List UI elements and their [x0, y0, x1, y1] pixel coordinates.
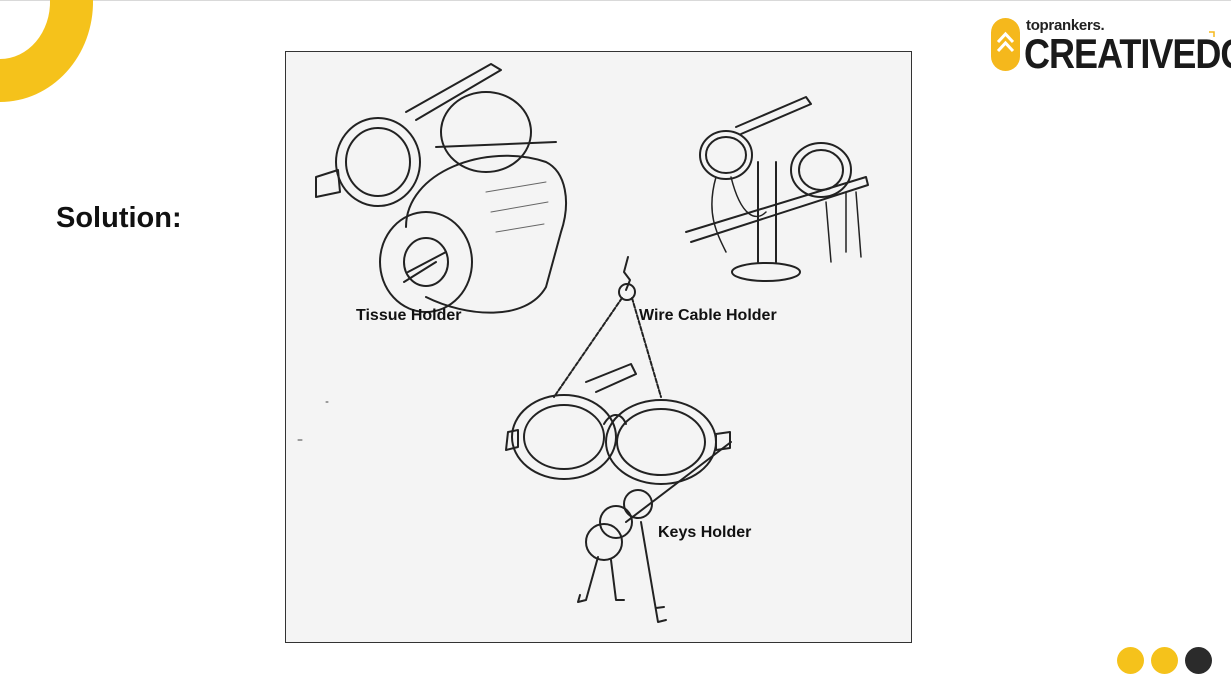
- logo-tick-icon: [1209, 31, 1215, 37]
- corner-arc-decoration: [0, 0, 94, 102]
- tissue-holder-sketch: [315, 63, 567, 314]
- logo-badge-icon: [991, 18, 1020, 71]
- sketch-marks: [297, 401, 329, 441]
- sketch-image: Tissue Holder Wire Cable Holder Keys Hol…: [285, 51, 912, 643]
- wire-cable-holder-sketch: [685, 96, 869, 282]
- top-divider: [0, 0, 1231, 1]
- sketch-drawing: [297, 63, 869, 623]
- tissue-holder-label: Tissue Holder: [356, 307, 462, 324]
- dot-yellow-1: [1117, 647, 1144, 674]
- dot-dark: [1185, 647, 1212, 674]
- creativedge-logo: toprankers. CREATIVEDGE: [990, 14, 1231, 77]
- chevron-up-icon: [996, 31, 1015, 53]
- keys-holder-label: Keys Holder: [658, 524, 752, 541]
- slide-title: Solution:: [56, 202, 182, 234]
- wire-cable-holder-label: Wire Cable Holder: [639, 307, 777, 324]
- slide-dots: [1117, 647, 1215, 675]
- logo-big-text: CREATIVEDGE: [1024, 30, 1231, 78]
- dot-yellow-2: [1151, 647, 1178, 674]
- logo-small-text: toprankers.: [1026, 17, 1105, 34]
- keys-holder-sketch: [505, 256, 732, 623]
